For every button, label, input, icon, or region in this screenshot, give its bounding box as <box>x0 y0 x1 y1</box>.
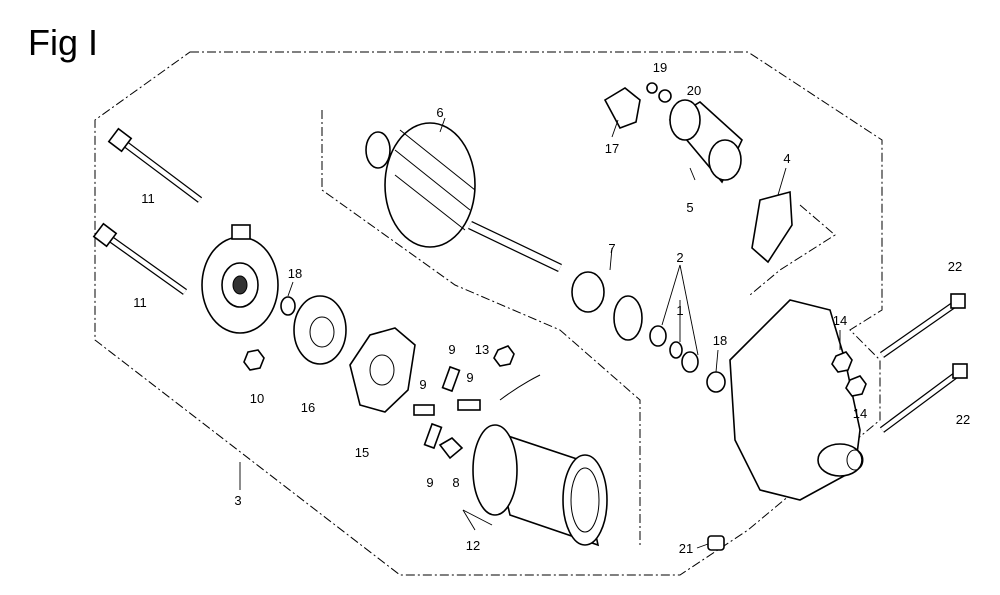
brush-holder-15 <box>349 327 416 413</box>
spring-9-d <box>423 422 443 450</box>
nut-13 <box>493 345 515 367</box>
washer-18-left <box>280 296 296 316</box>
spring-9-c <box>413 404 435 416</box>
label-15: 15 <box>355 445 369 460</box>
label-21: 21 <box>679 541 693 556</box>
assembly-boundary <box>94 51 883 576</box>
plug-21 <box>707 535 725 551</box>
ring-2 <box>649 325 667 347</box>
nut-14-b <box>845 375 867 397</box>
washer-18-right <box>706 371 726 393</box>
label-14-a: 14 <box>833 313 847 328</box>
label-2: 2 <box>676 250 683 265</box>
label-13: 13 <box>475 342 489 357</box>
label-9-b: 9 <box>419 377 426 392</box>
leader-lines <box>239 117 841 549</box>
bolt-22-lower <box>879 363 968 433</box>
label-19: 19 <box>653 60 667 75</box>
label-9-c: 9 <box>466 370 473 385</box>
washer-19 <box>646 82 658 94</box>
bolt-11-upper <box>107 127 203 203</box>
label-10: 10 <box>250 391 264 406</box>
pinion-7 <box>571 271 643 341</box>
label-18-left: 18 <box>288 266 302 281</box>
label-9-a: 9 <box>448 342 455 357</box>
spring-9-a <box>441 365 461 393</box>
label-1: 1 <box>676 303 683 318</box>
label-9-d: 9 <box>426 475 433 490</box>
label-6: 6 <box>436 105 443 120</box>
front-housing <box>729 299 864 501</box>
label-3: 3 <box>234 493 241 508</box>
ring-1 <box>669 341 683 359</box>
label-12: 12 <box>466 538 480 553</box>
label-17: 17 <box>605 141 619 156</box>
nut-20 <box>658 89 672 103</box>
clip-8 <box>438 436 464 460</box>
bracket-17 <box>603 87 641 129</box>
label-4: 4 <box>783 151 790 166</box>
nut-10 <box>243 349 265 371</box>
ring-2-b <box>681 351 699 373</box>
bolt-11-lower <box>92 222 188 295</box>
armature-boundary <box>321 110 641 545</box>
spring-9-b <box>457 399 481 411</box>
label-22-a: 22 <box>948 259 962 274</box>
label-8: 8 <box>452 475 459 490</box>
label-22-b: 22 <box>956 412 970 427</box>
bolt-22-upper <box>879 293 966 358</box>
figure-title: Fig I <box>28 22 99 63</box>
label-18-right: 18 <box>713 333 727 348</box>
label-20: 20 <box>687 83 701 98</box>
armature-6 <box>365 122 562 273</box>
label-5: 5 <box>686 200 693 215</box>
label-14-b: 14 <box>853 406 867 421</box>
rear-end-cover <box>201 224 279 334</box>
brush-plate-16 <box>293 295 347 365</box>
label-11-upper: 11 <box>141 191 155 206</box>
shift-lever-4 <box>751 190 793 264</box>
label-16: 16 <box>301 400 315 415</box>
label-11-lower: 11 <box>133 295 147 310</box>
nut-14-a <box>831 351 853 373</box>
yoke-12 <box>472 374 608 547</box>
solenoid-boundary <box>749 204 836 296</box>
solenoid-5 <box>668 99 743 184</box>
label-7: 7 <box>608 241 615 256</box>
